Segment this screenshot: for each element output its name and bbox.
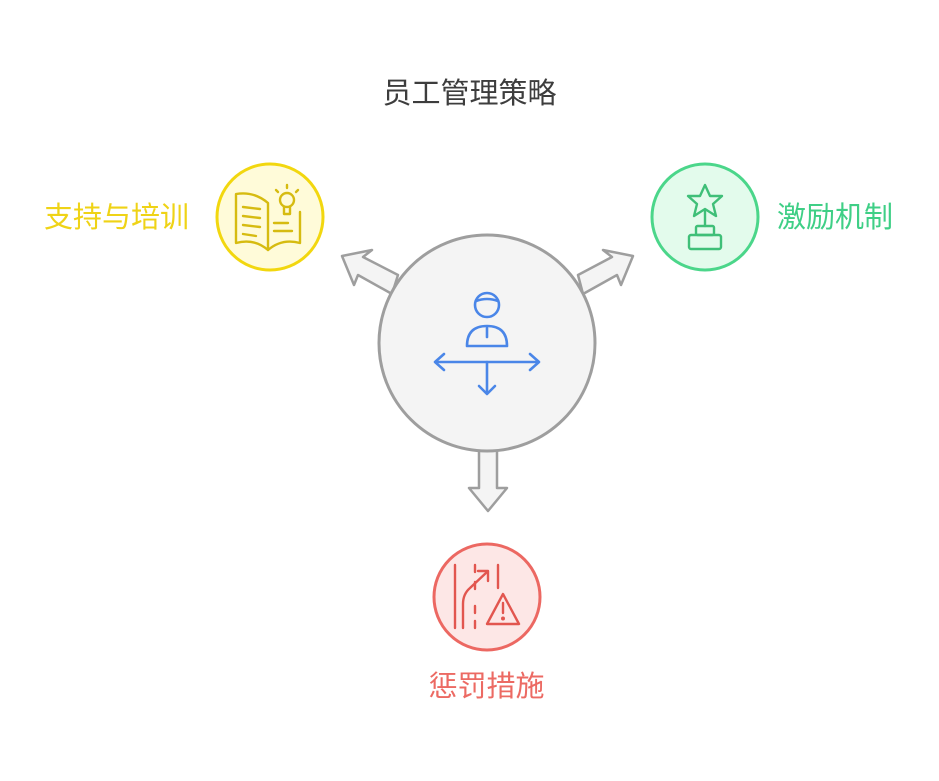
support-node[interactable] xyxy=(215,162,325,272)
incentive-node[interactable] xyxy=(650,162,760,272)
risky-road-warning-icon xyxy=(453,563,521,630)
incentive-label: 激励机制 xyxy=(777,200,894,234)
arrow-to-penalty xyxy=(467,446,509,513)
penalty-node[interactable] xyxy=(432,542,542,652)
book-lightbulb-icon xyxy=(234,183,302,252)
star-trophy-icon xyxy=(686,183,724,251)
penalty-label: 惩罚措施 xyxy=(428,669,545,703)
arrow-to-support xyxy=(340,248,400,296)
center-node xyxy=(377,233,597,453)
employee-directions-icon xyxy=(433,291,541,396)
support-label: 支持与培训 xyxy=(44,200,190,234)
arrow-to-incentive xyxy=(576,248,635,296)
diagram-title: 员工管理策略 xyxy=(382,76,557,110)
